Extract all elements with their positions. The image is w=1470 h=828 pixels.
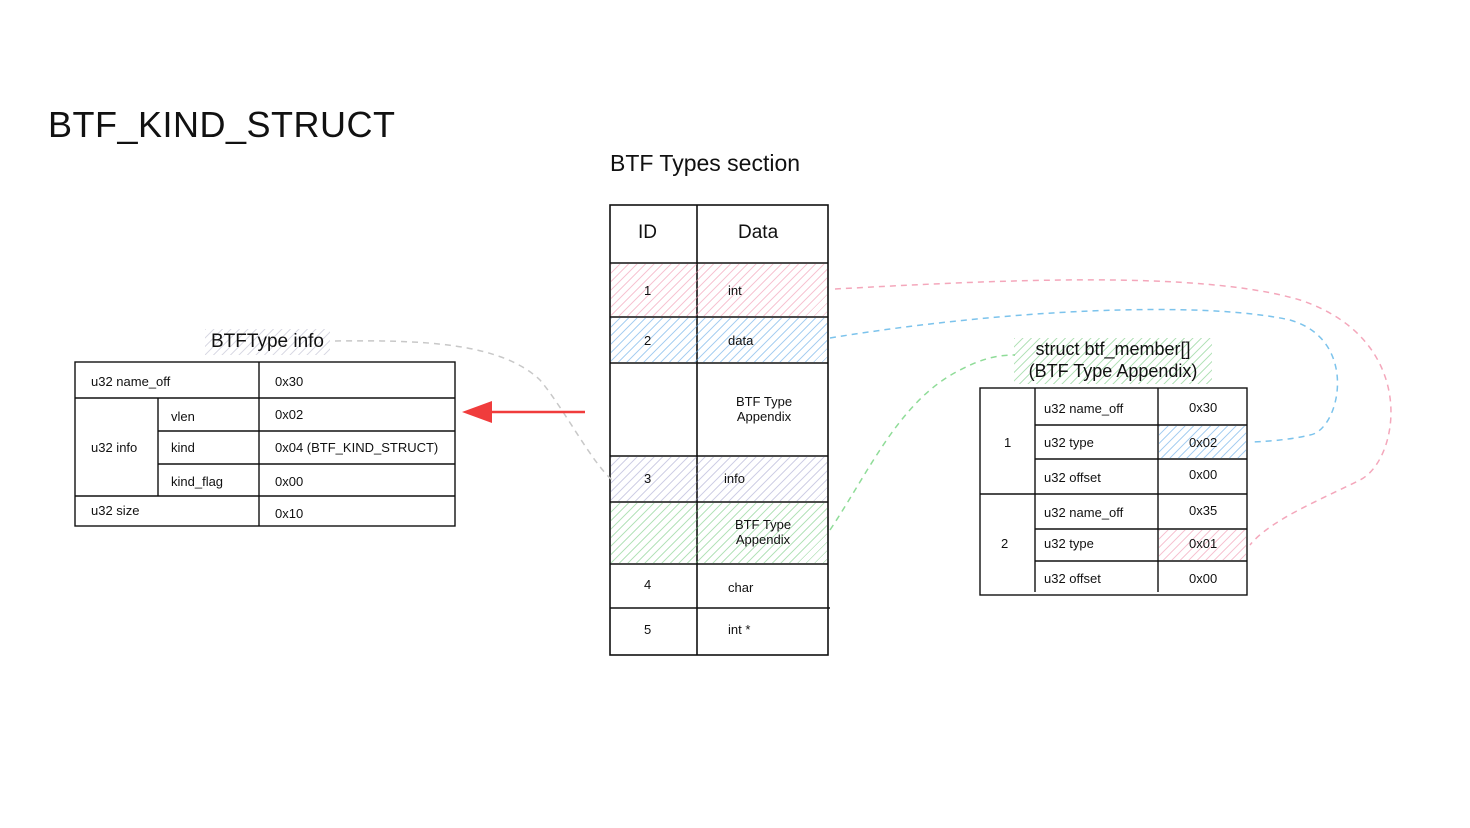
type-row-appendix-2: BTF Type Appendix (734, 517, 792, 547)
types-section-title: BTF Types section (610, 150, 801, 176)
type-row-1-id: 1 (644, 283, 652, 298)
type-row-appendix-1: BTF Type Appendix (735, 394, 793, 424)
info-kind-name: kind (171, 440, 195, 455)
member-1-type-value: 0x02 (1189, 435, 1218, 450)
btf-member-label-line1: struct btf_member[] (1035, 339, 1191, 359)
type-row-5-id: 5 (644, 622, 652, 637)
info-size-value: 0x10 (275, 506, 304, 521)
info-kind-flag-name: kind_flag (171, 474, 224, 489)
row-info-hatch (611, 457, 827, 501)
member-2-name-off-value: 0x35 (1189, 503, 1218, 518)
info-info-field: u32 info (91, 440, 138, 455)
type-row-3-data: info (724, 471, 745, 486)
member-2-offset-value: 0x00 (1189, 571, 1218, 586)
member-2-offset-field: u32 offset (1044, 571, 1101, 586)
member1-type-hatch (1159, 426, 1246, 458)
type-row-4-data: char (728, 580, 754, 595)
info-vlen-name: vlen (171, 409, 195, 424)
diagram-title: BTF_KIND_STRUCT (48, 104, 396, 145)
info-name-off-field: u32 name_off (91, 374, 171, 389)
type-row-1-data: int (728, 283, 742, 298)
btftype-info-label: BTFType info (205, 329, 330, 355)
member-1-name-off-value: 0x30 (1189, 400, 1218, 415)
info-name-off-value: 0x30 (275, 374, 304, 389)
member-1-offset-field: u32 offset (1044, 470, 1101, 485)
row-appendix-hatch (611, 503, 827, 563)
types-header-data: Data (738, 222, 779, 243)
member2-type-hatch (1159, 530, 1246, 560)
member-1-name-off-field: u32 name_off (1044, 401, 1124, 416)
info-vlen-value: 0x02 (275, 407, 304, 422)
btf-member-label: struct btf_member[] (BTF Type Appendix) (1014, 338, 1212, 384)
type-row-5-data: int * (728, 622, 751, 637)
type-row-2-data: data (728, 333, 754, 348)
member-1-index: 1 (1004, 435, 1012, 450)
member-2-index: 2 (1001, 536, 1009, 551)
row-int-hatch (611, 264, 827, 316)
type-row-2-id: 2 (644, 333, 652, 348)
member-1-offset-value: 0x00 (1189, 467, 1218, 482)
type-row-4-id: 4 (644, 577, 652, 592)
member-1-type-field: u32 type (1044, 435, 1094, 450)
member-2-type-value: 0x01 (1189, 536, 1218, 551)
info-size-field: u32 size (91, 503, 140, 518)
types-header-id: ID (638, 222, 657, 243)
info-kind-value: 0x04 (BTF_KIND_STRUCT) (275, 440, 439, 455)
member-2-type-field: u32 type (1044, 536, 1094, 551)
row-data-hatch (611, 318, 827, 362)
type-row-3-id: 3 (644, 471, 652, 486)
btf-member-label-line2: (BTF Type Appendix) (1028, 361, 1198, 381)
member-2-name-off-field: u32 name_off (1044, 505, 1124, 520)
info-kind-flag-value: 0x00 (275, 474, 304, 489)
